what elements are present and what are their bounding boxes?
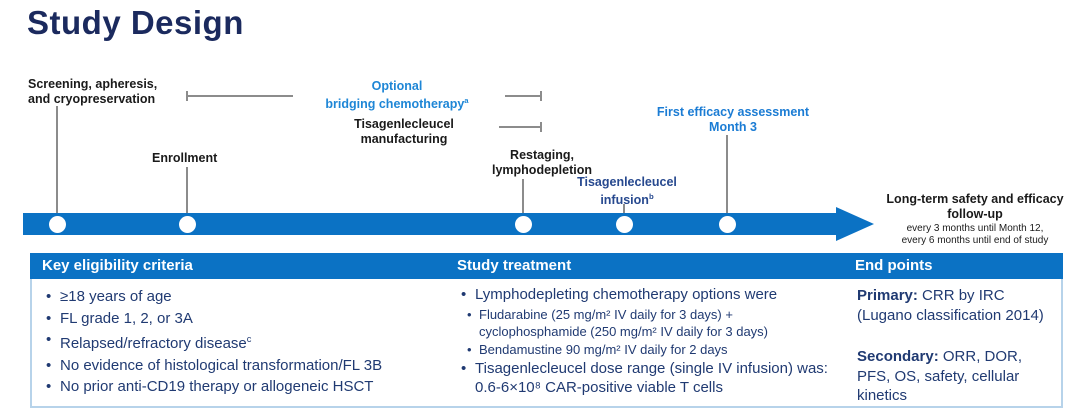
- bracket-left-line: [186, 95, 293, 97]
- milestone-dot-first-efficacy: [718, 215, 736, 233]
- header-treatment: Study treatment: [457, 257, 572, 274]
- connector-enrollment: [186, 167, 188, 214]
- footnote-c: c: [246, 334, 252, 344]
- label-restaging-line1: Restaging,: [510, 148, 574, 162]
- label-manufacturing-line2: manufacturing: [360, 131, 448, 146]
- secondary-text: ORR, DOR, PFS, OS, safety, cellular kine…: [857, 348, 1023, 404]
- bracket-right-line: [505, 95, 541, 97]
- primary-label: Primary:: [857, 287, 918, 304]
- treatment-cell: Lymphodepleting chemotherapy options wer…: [447, 279, 845, 406]
- label-restaging: Restaging, lymphodepletion: [442, 148, 642, 177]
- footnote-b: b: [648, 191, 654, 201]
- label-screening: Screening, apheresis, and cryopreservati…: [28, 77, 157, 106]
- connector-infusion: [623, 204, 625, 214]
- label-screening-line1: Screening, apheresis,: [28, 77, 158, 91]
- label-followup-note1: every 3 months until Month 12,: [906, 223, 1044, 234]
- list-item: Fludarabine (25 mg/m² IV daily for 3 day…: [465, 306, 837, 341]
- page-title: Study Design: [27, 4, 244, 41]
- list-item: FL grade 1, 2, or 3A: [44, 308, 439, 330]
- label-restaging-line2: lymphodepletion: [492, 162, 592, 177]
- label-followup: Long-term safety and efficacy follow-up …: [875, 192, 1075, 247]
- list-item: Bendamustine 90 mg/m² IV daily for 2 day…: [465, 341, 837, 359]
- primary-text: CRR by IRC (Lugano classification 2014): [857, 287, 1044, 324]
- connector-screening: [56, 106, 58, 214]
- label-followup-line1: Long-term safety and efficacy: [886, 192, 1064, 206]
- secondary-endpoint: Secondary: ORR, DOR, PFS, OS, safety, ce…: [857, 347, 1053, 406]
- list-item: ≥18 years of age: [44, 286, 439, 308]
- label-followup-line2: follow-up: [947, 206, 1003, 221]
- manufacturing-bracket-tick: [540, 121, 542, 132]
- eligibility-list: ≥18 years of age FL grade 1, 2, or 3A Re…: [44, 286, 439, 398]
- secondary-label: Secondary:: [857, 348, 939, 365]
- list-item: No prior anti-CD19 therapy or allogeneic…: [44, 376, 439, 398]
- label-first-efficacy: First efficacy assessment Month 3: [633, 105, 833, 134]
- milestone-dot-infusion: [615, 215, 633, 233]
- header-eligibility: Key eligibility criteria: [42, 257, 193, 274]
- table-body: ≥18 years of age FL grade 1, 2, or 3A Re…: [30, 279, 1063, 408]
- eligibility-cell: ≥18 years of age FL grade 1, 2, or 3A Re…: [32, 279, 447, 406]
- study-table: Key eligibility criteria Study treatment…: [30, 253, 1063, 408]
- label-infusion-line2: infusionb: [600, 191, 654, 207]
- manufacturing-bracket-line: [499, 126, 541, 128]
- connector-restaging: [522, 179, 524, 214]
- primary-endpoint: Primary: CRR by IRC (Lugano classificati…: [857, 286, 1053, 325]
- endpoints-cell: Primary: CRR by IRC (Lugano classificati…: [845, 279, 1061, 406]
- treatment-sublist: Fludarabine (25 mg/m² IV daily for 3 day…: [465, 306, 837, 359]
- label-first-efficacy-line2: Month 3: [709, 119, 757, 134]
- label-followup-note2: every 6 months until end of study: [901, 235, 1049, 246]
- label-manufacturing: Tisagenlecleucel manufacturing: [309, 117, 499, 146]
- milestone-dot-restaging: [514, 215, 532, 233]
- label-bridging-line2: bridging chemotherapya: [325, 95, 469, 111]
- list-item: Relapsed/refractory diseasec: [44, 329, 439, 355]
- milestone-dot-screening: [48, 215, 66, 233]
- list-item: Tisagenlecleucel dose range (single IV i…: [459, 360, 837, 397]
- timeline-arrowhead-icon: [836, 207, 874, 241]
- footnote-a: a: [464, 95, 469, 105]
- bracket-right-tick: [540, 90, 542, 101]
- list-item: No evidence of histological transformati…: [44, 355, 439, 377]
- table-header-row: Key eligibility criteria Study treatment…: [30, 253, 1063, 279]
- treatment-list: Lymphodepleting chemotherapy options wer…: [459, 286, 837, 397]
- timeline-bar: [23, 213, 836, 235]
- label-bridging-line1: Optional: [371, 79, 423, 93]
- connector-first-efficacy: [726, 135, 728, 214]
- list-item: Lymphodepleting chemotherapy options wer…: [459, 286, 837, 305]
- label-manufacturing-line1: Tisagenlecleucel: [354, 117, 454, 131]
- label-first-efficacy-line1: First efficacy assessment: [656, 105, 810, 119]
- label-screening-line2: and cryopreservation: [28, 91, 156, 106]
- label-enrollment: Enrollment: [152, 151, 218, 165]
- label-infusion-line1: Tisagenlecleucel: [577, 175, 677, 189]
- milestone-dot-enrollment: [178, 215, 196, 233]
- label-infusion: Tisagenlecleucel infusionb: [527, 175, 727, 207]
- header-endpoints: End points: [855, 257, 933, 274]
- label-bridging-chemotherapy: Optional bridging chemotherapya: [297, 79, 497, 111]
